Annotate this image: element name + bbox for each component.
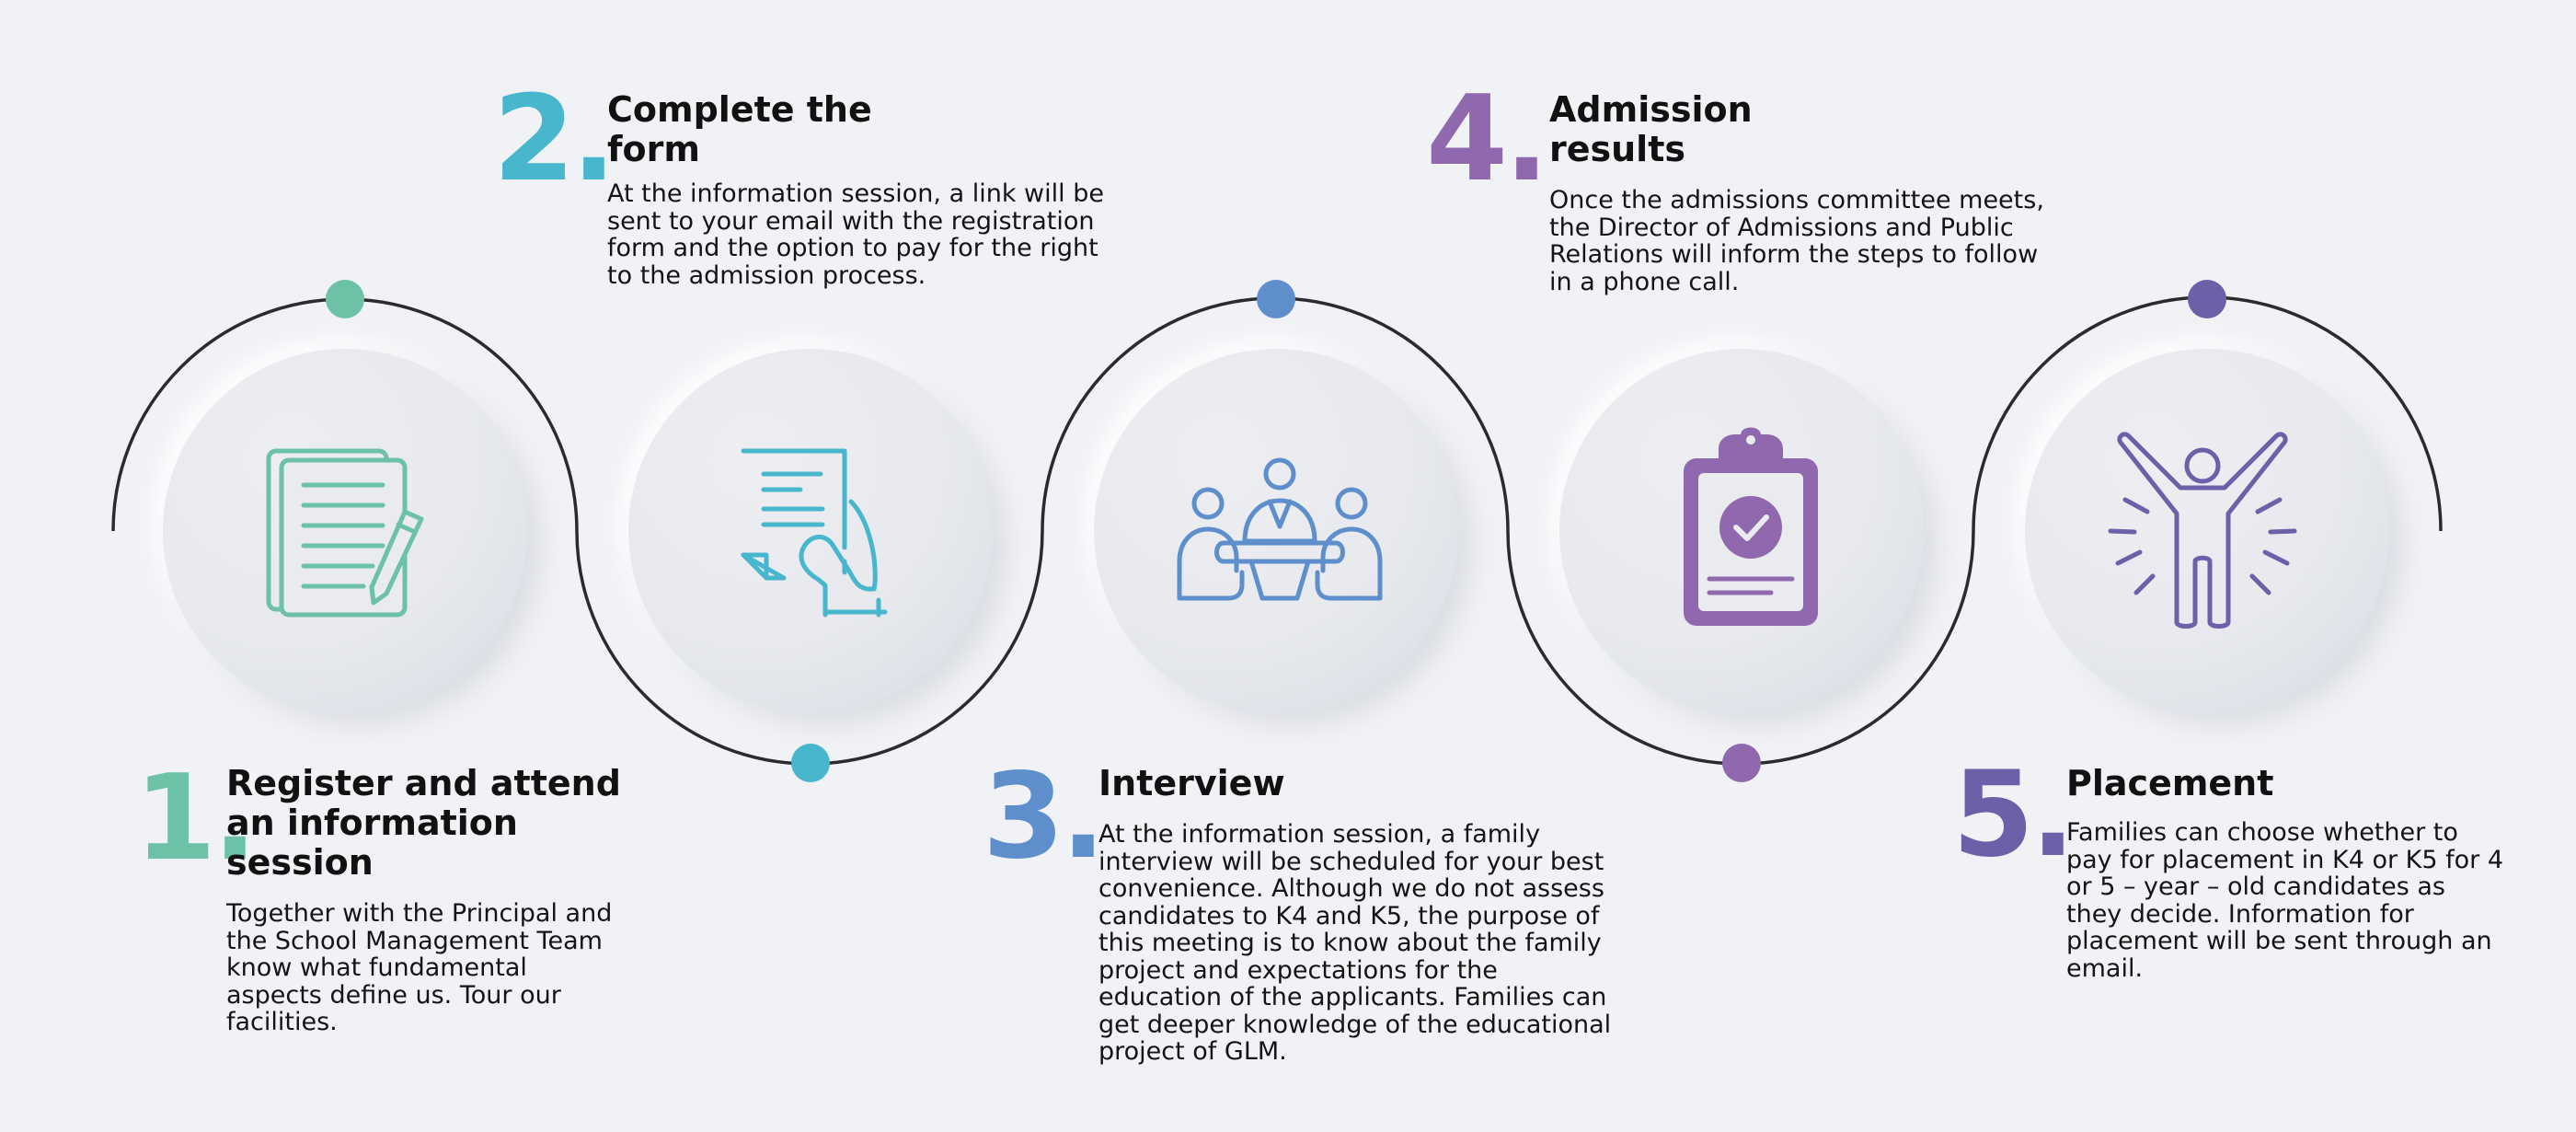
step-5-marker bbox=[2188, 280, 2226, 318]
step-2-disc bbox=[628, 349, 993, 713]
step-discs bbox=[163, 349, 2389, 713]
step-2-marker bbox=[791, 744, 830, 782]
step-5-title: Placement bbox=[2066, 763, 2274, 803]
meeting-icon bbox=[1177, 457, 1383, 601]
step-4-title: Admission results bbox=[1549, 89, 1753, 169]
step-4-number: 4. bbox=[1426, 71, 1549, 208]
step-4-description: Once the admissions committee meets, the… bbox=[1549, 186, 2044, 296]
celebrating-person-icon bbox=[2108, 432, 2297, 629]
step-1-marker bbox=[326, 280, 364, 318]
step-3-number: 3. bbox=[983, 748, 1106, 885]
hand-holding-form-icon bbox=[741, 448, 888, 618]
step-3-disc bbox=[1094, 349, 1458, 713]
step-4-marker bbox=[1722, 744, 1761, 782]
step-5-disc bbox=[2025, 349, 2389, 713]
step-1-description: Together with the Principal and the Scho… bbox=[226, 899, 613, 1036]
step-3-title: Interview bbox=[1098, 763, 1285, 803]
documents-pen-icon bbox=[266, 448, 424, 618]
step-3-marker bbox=[1257, 280, 1295, 318]
step-1-title: Register and attend an information sessi… bbox=[226, 763, 621, 883]
step-markers bbox=[326, 280, 2226, 782]
step-5-description: Families can choose whether to pay for p… bbox=[2066, 818, 2504, 983]
step-3-description: At the information session, a family int… bbox=[1098, 820, 1612, 1066]
step-5-number: 5. bbox=[1952, 746, 2076, 884]
step-2-description: At the information session, a link will … bbox=[607, 179, 1104, 290]
step-1-number: 1. bbox=[134, 750, 258, 887]
step-2-number: 2. bbox=[493, 71, 616, 208]
clipboard-check-icon bbox=[1684, 427, 1818, 626]
step-2-title: Complete the form bbox=[607, 89, 872, 169]
